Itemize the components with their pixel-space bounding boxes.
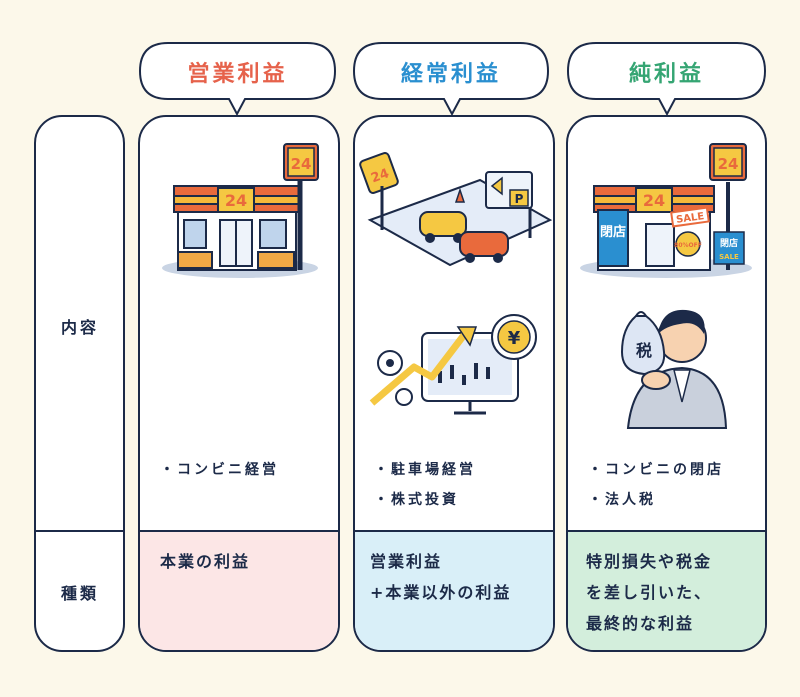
closed-small-sign: 閉店 [720, 237, 738, 249]
pole-sign-number: 24 [291, 155, 312, 173]
closed-sign-text: 閉店 [600, 224, 626, 240]
discount-label: 80%OFF [674, 242, 702, 249]
closed-store-illustration: 24 閉店 SALE 80%OFF 24 閉店 SALE [580, 143, 752, 278]
row-label-type: 種類 [60, 584, 99, 603]
sale-label: SALE [676, 211, 706, 226]
type-cell-bg [568, 530, 765, 650]
list-item: ・株式投資 [374, 492, 459, 508]
header-ordinary-profit: 経常利益 [400, 62, 501, 87]
type-text-operating: 本業の利益 [160, 552, 251, 571]
header-operating-profit: 営業利益 [187, 62, 288, 87]
sale-small-label: SALE [719, 253, 739, 261]
list-item: ・法人税 [588, 492, 656, 508]
row-frame-divider [36, 530, 123, 650]
list-item: ・駐車場経営 [374, 462, 476, 478]
row-frame-content [34, 115, 125, 652]
tax-businessman-illustration: 税 [620, 309, 728, 429]
store-sign-number: 24 [225, 191, 247, 210]
tax-bag-label: 税 [636, 341, 652, 360]
list-item: ・コンビニ経営 [160, 462, 279, 478]
closed-store-sign-number: 24 [643, 191, 665, 210]
type-text-net: 特別損失や税金 を差し引いた、 最終的な利益 [586, 552, 713, 633]
content-list-operating: ・コンビニ経営 [160, 455, 279, 485]
parking-sign-letter: P [515, 192, 524, 206]
type-cell-bg [355, 530, 553, 650]
stock-investment-illustration: ¥ [369, 314, 537, 415]
row-label-content: 内容 [60, 318, 99, 337]
column-card-operating-profit [138, 115, 340, 652]
type-text-ordinary: 営業利益 +本業以外の利益 [370, 552, 512, 602]
content-list-ordinary: ・駐車場経営 ・株式投資 [374, 455, 476, 515]
list-item: ・コンビニの閉店 [588, 462, 724, 478]
parking-lot-illustration: 24 P [359, 152, 553, 267]
header-bubble-operating [138, 42, 767, 117]
parking-store-number: 24 [369, 166, 391, 186]
type-cell-bg [140, 530, 338, 650]
closed-pole-number: 24 [718, 155, 739, 173]
content-list-net: ・コンビニの閉店 ・法人税 [588, 455, 724, 515]
header-net-profit: 純利益 [628, 62, 704, 87]
yen-symbol: ¥ [508, 328, 521, 349]
convenience-store-illustration: 24 24 [162, 143, 319, 278]
